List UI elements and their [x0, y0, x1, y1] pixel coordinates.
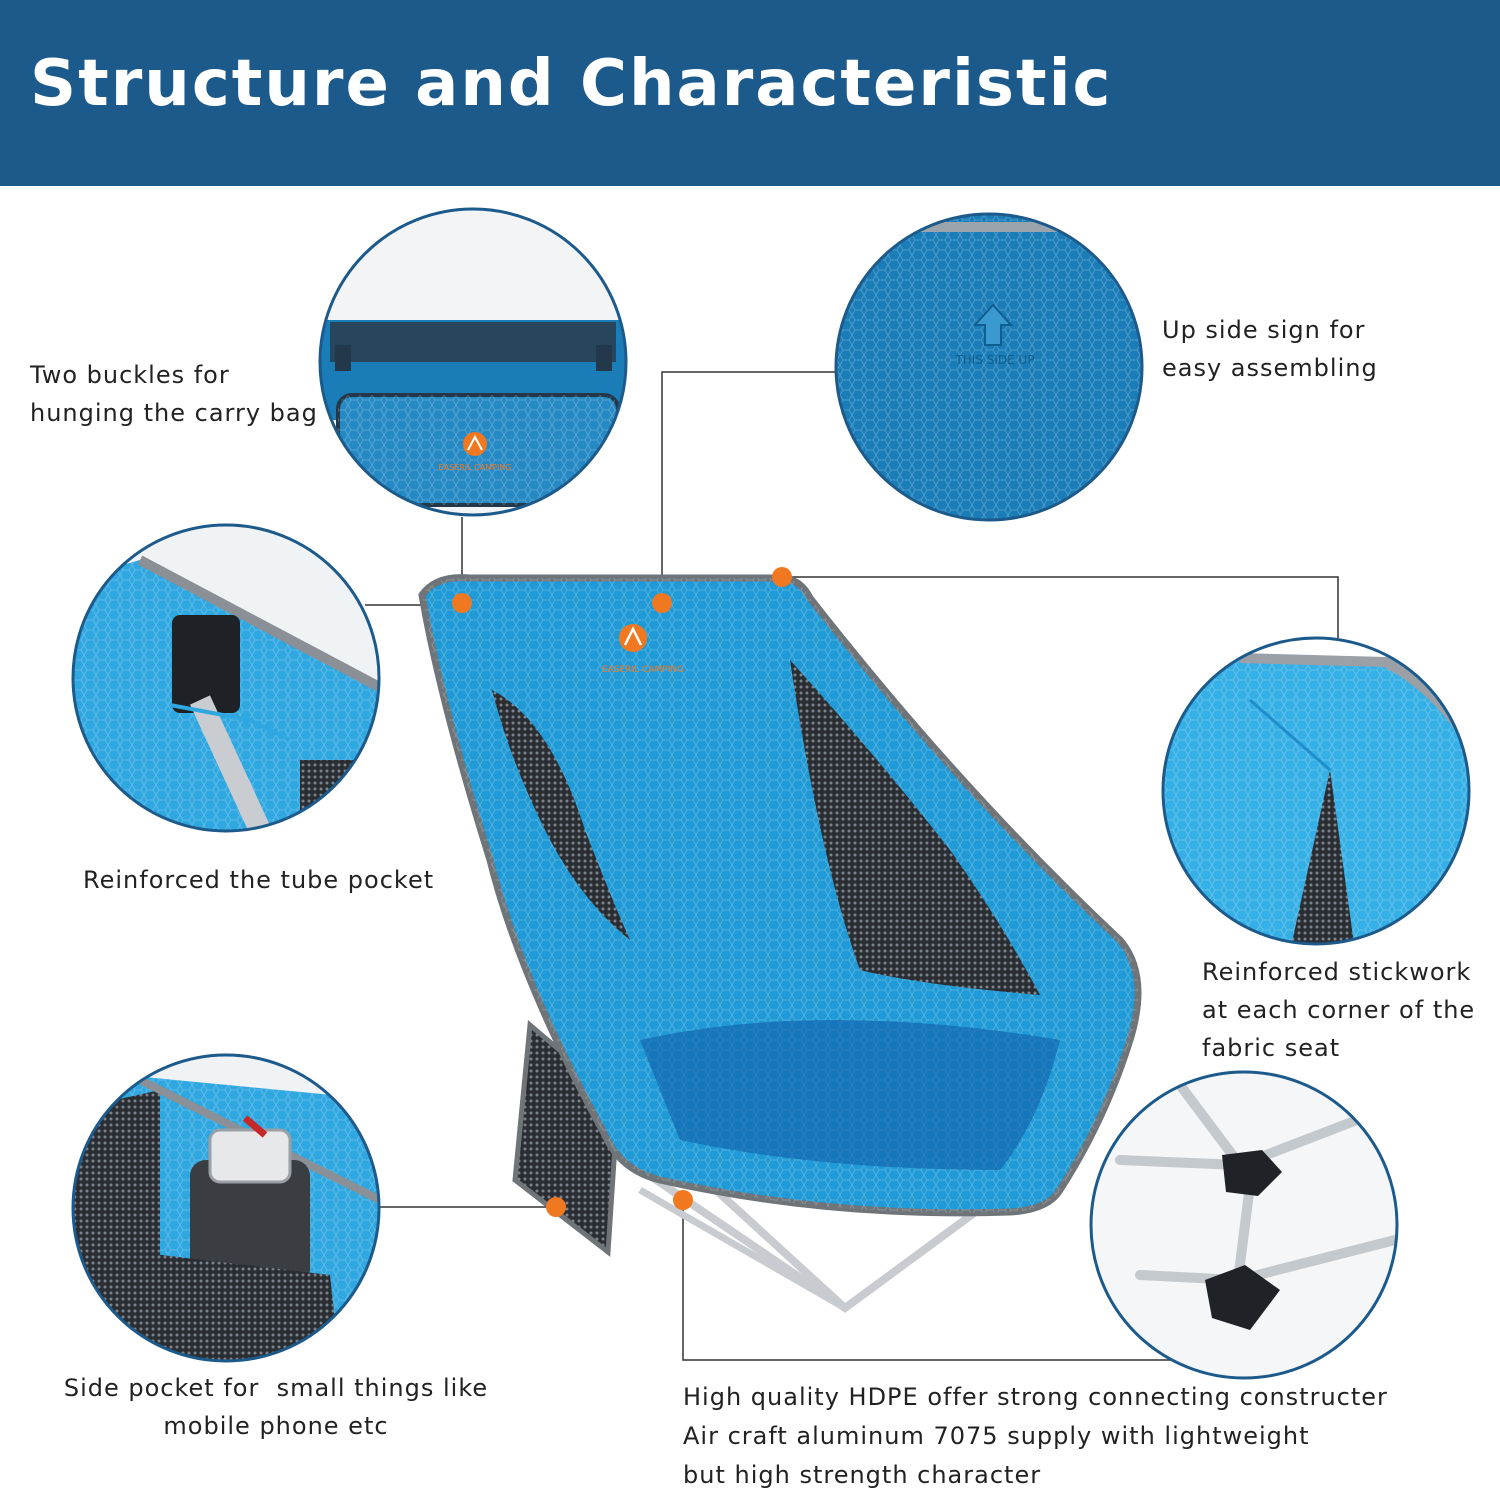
logo-icon: EASERIL CAMPING — [602, 624, 684, 675]
callout-tube-pocket: Reinforced the tube pocket — [83, 861, 434, 899]
up-sign-text: THIS SIDE UP — [954, 353, 1034, 367]
detail-circle-up-sign: THIS SIDE UP — [834, 212, 1144, 522]
callout-side-pocket: Side pocket for small things like mobile… — [58, 1369, 494, 1445]
product-illustration: EASERIL CAMPING EASERIL CAMPING — [71, 207, 1471, 1380]
callout-line: easy assembling — [1162, 354, 1378, 382]
mesh-panel-left — [492, 690, 630, 940]
detail-circle-side-pocket — [71, 1053, 381, 1363]
bottle-icon — [190, 1160, 310, 1285]
mesh-panel-right — [790, 660, 1040, 995]
callout-buckles: Two buckles for hunging the carry bag — [30, 356, 318, 432]
callout-line: Air craft aluminum 7075 supply with ligh… — [683, 1422, 1310, 1450]
callout-line: but high strength character — [683, 1461, 1042, 1489]
connector-lines — [365, 371, 1339, 1361]
header-banner: Structure and Characteristic — [0, 0, 1500, 186]
callout-line: Two buckles for — [30, 361, 230, 389]
callout-up-sign: Up side sign for easy assembling — [1162, 311, 1378, 387]
hdpe-connector-icon — [1205, 1265, 1280, 1330]
seat-shade — [640, 1020, 1060, 1170]
detail-circle-hdpe — [1089, 1070, 1399, 1380]
hdpe-connector-icon — [1222, 1150, 1282, 1196]
detail-circle-tube-pocket — [71, 523, 381, 833]
callout-line: mobile phone etc — [163, 1412, 389, 1440]
can-icon — [208, 1128, 292, 1184]
marker-dot — [452, 593, 472, 613]
callout-line: Side pocket for small things like — [63, 1374, 489, 1402]
marker-dot — [673, 1190, 693, 1210]
chair-bottom-frame-front — [638, 1186, 847, 1312]
page-title: Structure and Characteristic — [30, 47, 1113, 121]
chair-main: EASERIL CAMPING — [418, 574, 1142, 1313]
detail-circle-stickwork — [1161, 636, 1471, 946]
callout-hdpe: High quality HDPE offer strong connectin… — [683, 1378, 1388, 1495]
callout-line: hunging the carry bag — [30, 399, 318, 427]
callout-line: Reinforced the tube pocket — [83, 866, 435, 894]
callout-line: at each corner of the — [1202, 996, 1476, 1024]
chair-logo-text: EASERIL CAMPING — [602, 665, 684, 675]
detail-circle-buckles: EASERIL CAMPING — [318, 207, 628, 517]
marker-dot — [652, 593, 672, 613]
up-arrow-icon — [972, 303, 1014, 346]
marker-dot — [546, 1197, 566, 1217]
callout-line: Reinforced stickwork — [1202, 958, 1472, 986]
callout-markers — [452, 567, 792, 1217]
callout-stickwork: Reinforced stickwork at each corner of t… — [1202, 953, 1475, 1067]
callout-line: High quality HDPE offer strong connectin… — [683, 1383, 1388, 1411]
callout-line: fabric seat — [1202, 1034, 1341, 1062]
marker-dot — [772, 567, 792, 587]
bag-logo-text: EASERIL CAMPING — [439, 463, 512, 472]
callout-line: Up side sign for — [1162, 316, 1366, 344]
